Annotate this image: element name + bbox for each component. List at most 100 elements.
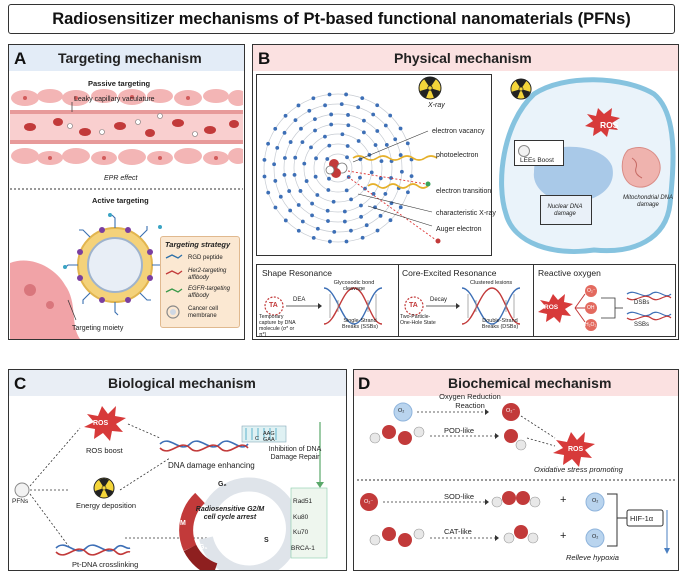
resonance-divider-2 — [533, 264, 534, 337]
electron — [300, 140, 305, 145]
panel-d-art — [357, 402, 675, 554]
electron — [309, 145, 313, 150]
panel-c-title: Biological mechanism — [108, 375, 256, 391]
d-ros-label: ROS — [568, 446, 584, 453]
protein-brca1: BRCA-1 — [291, 545, 315, 552]
c-ros-label: ROS — [93, 420, 109, 427]
electron — [342, 209, 347, 214]
electron — [304, 179, 309, 183]
electron — [262, 174, 267, 179]
electron — [409, 174, 414, 178]
electron — [288, 140, 293, 144]
electron — [345, 144, 350, 148]
panel-a-letter: A — [14, 49, 27, 68]
electron — [364, 223, 369, 228]
electron — [393, 137, 398, 142]
temp-capture-label: Temporary capture by DNA molecule (σ* or… — [259, 314, 296, 338]
electron — [384, 143, 389, 147]
electron — [287, 189, 292, 193]
electron — [262, 158, 267, 162]
panel-d-header — [354, 370, 678, 396]
electron — [288, 208, 293, 213]
electron — [283, 113, 288, 118]
electron — [327, 92, 332, 97]
targeting-moiety-label: Targeting moiety — [72, 325, 124, 332]
panel-d-title: Biochemical mechanism — [448, 375, 612, 391]
panel-d-letter: D — [358, 374, 371, 393]
reactive-ros-label: ROS — [544, 304, 559, 311]
electron — [296, 103, 301, 108]
codon-c: C — [255, 436, 259, 442]
electron — [282, 130, 287, 135]
epr-effect-label: EPR effect — [104, 175, 138, 182]
ssbs-short-label: SSBs — [634, 322, 650, 328]
electron — [266, 141, 270, 146]
electron — [298, 189, 303, 193]
cell-illustration — [499, 77, 676, 254]
electron — [314, 156, 318, 161]
protein-ku70: Ku70 — [293, 529, 309, 536]
electron — [273, 205, 278, 210]
electron — [356, 105, 361, 110]
atom-label-photoelectron: photoelectron — [436, 152, 479, 159]
targeting-strategy-title: Targeting strategy — [165, 240, 231, 249]
electron — [379, 159, 384, 164]
strategy-her2: Her2-targeting affibody — [188, 268, 227, 281]
plus-top: + — [560, 494, 567, 506]
electron — [311, 236, 316, 240]
inhibition-label: Inhibition of DNA Damage Repair — [268, 446, 322, 461]
electron — [315, 193, 320, 197]
nuclear-dna-box — [540, 195, 592, 225]
reactive-oxygen-title: Reactive oxygen — [538, 268, 601, 278]
electron — [328, 239, 332, 244]
panel-d — [353, 369, 679, 571]
electron — [346, 123, 351, 128]
electron — [375, 228, 380, 233]
electron — [266, 190, 271, 195]
electron — [332, 229, 337, 234]
dsbs-long-label: Double-Strand Breaks (DSBs) — [481, 318, 519, 330]
d-o2-right-top: O₂ — [592, 498, 599, 504]
electron — [273, 126, 278, 131]
energy-deposition-label: Energy deposition — [76, 501, 137, 510]
electron — [344, 188, 349, 193]
panel-c — [8, 369, 347, 571]
atom-shells — [262, 92, 441, 244]
electron — [342, 219, 347, 224]
plus-bottom: + — [560, 530, 567, 542]
cell-ros-label: ROS — [600, 120, 619, 130]
cell-cycle-label: Radiosensitive G2/M cell cycle arrest — [195, 506, 265, 521]
electron — [326, 188, 331, 192]
ros-boost-label: ROS boost — [86, 446, 123, 455]
electron — [325, 157, 330, 161]
electron — [327, 143, 332, 148]
electron — [362, 118, 366, 123]
panel-c-art — [14, 406, 328, 570]
electron — [339, 102, 344, 107]
electron — [323, 134, 327, 139]
electron — [296, 203, 301, 207]
d-o2-top: O₂ — [398, 408, 405, 414]
electron — [358, 175, 362, 180]
lees-boost-box — [514, 140, 564, 166]
strategy-icons — [165, 254, 183, 319]
strategy-egfr: EGFR-targeting affibody — [188, 286, 231, 299]
glycosodic-label: Glycosodic bond cleavage — [333, 280, 375, 292]
atom-label-transition: electron transition — [436, 188, 492, 195]
electron — [398, 153, 403, 157]
electron — [302, 161, 307, 166]
electron — [329, 122, 334, 127]
electron — [300, 219, 305, 224]
electron — [344, 92, 348, 97]
panel-b-header — [253, 45, 678, 71]
atom-label-vacancy: electron vacancy — [432, 128, 485, 135]
cat-like-label: CAT-like — [444, 527, 472, 536]
xray-label: X-ray — [428, 102, 445, 109]
electron — [375, 103, 380, 108]
electron — [378, 213, 383, 218]
electron — [296, 228, 301, 233]
panel-a — [8, 44, 245, 340]
passive-targeting-label: Passive targeting — [88, 79, 151, 88]
electron — [369, 170, 374, 175]
d-o2m-bottom: O₂⁻ — [364, 499, 374, 505]
